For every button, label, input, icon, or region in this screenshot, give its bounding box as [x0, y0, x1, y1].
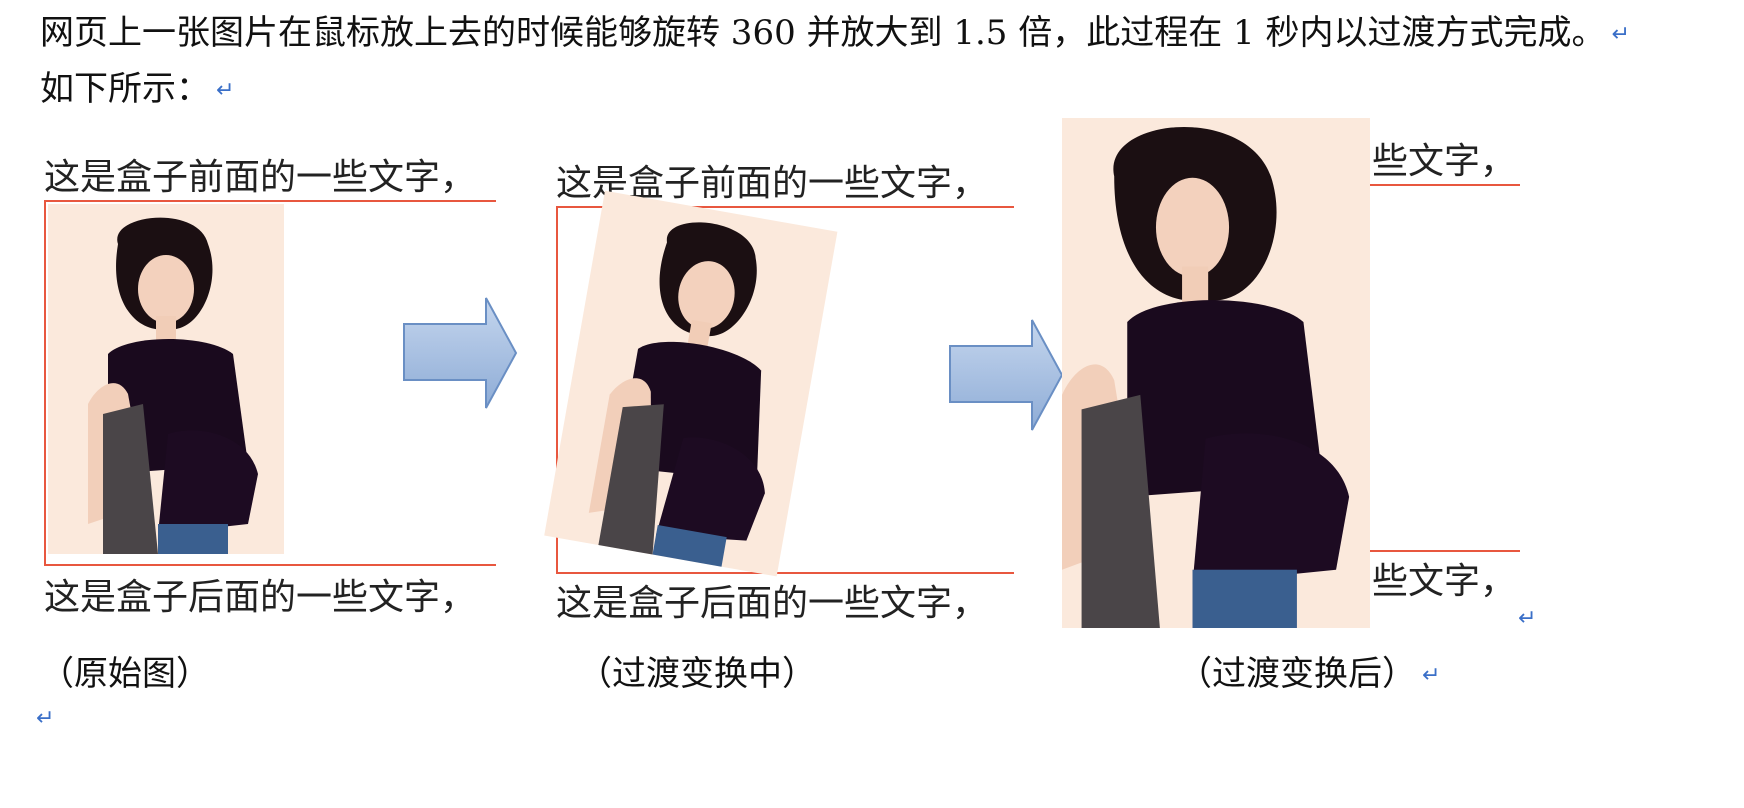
intro-text-1: 网页上一张图片在鼠标放上去的时候能够旋转 360 并放大到 1.5 倍，此过程在…	[40, 13, 1606, 53]
caption-final: （过渡变换后）↵	[1178, 654, 1440, 696]
paragraph-mark-icon: ↵	[1611, 22, 1630, 47]
woman-photo-enlarged	[1062, 118, 1370, 628]
box-after-text: 些文字，	[1372, 561, 1517, 602]
box-after-text: 这是盒子后面的一些文字，	[556, 583, 989, 624]
caption-final-text: （过渡变换后）	[1178, 654, 1416, 694]
paragraph-mark-icon: ↵	[1518, 606, 1537, 631]
paragraph-mark-icon: ↵	[216, 78, 235, 103]
caption-transition: （过渡变换中）	[578, 654, 816, 694]
box-top-border	[44, 200, 496, 202]
box-bottom-border	[44, 564, 496, 566]
box-top-border	[556, 206, 1014, 208]
right-arrow-icon	[948, 318, 1064, 436]
woman-photo-rotated	[544, 190, 838, 578]
box-left-border	[44, 200, 46, 565]
intro-line-1: 网页上一张图片在鼠标放上去的时候能够旋转 360 并放大到 1.5 倍，此过程在…	[40, 12, 1630, 56]
box-top-border	[1370, 184, 1520, 186]
paragraph-mark-icon: ↵	[1422, 663, 1441, 688]
box-after-text: 这是盒子后面的一些文字，	[44, 577, 477, 618]
box-left-border	[556, 206, 558, 574]
intro-text-2: 如下所示：	[40, 69, 210, 109]
box-bottom-border	[556, 572, 1014, 574]
paragraph-mark-icon: ↵	[36, 706, 55, 731]
intro-line-2: 如下所示：↵	[40, 68, 234, 112]
box-before-text: 些文字，	[1372, 141, 1517, 182]
right-arrow-icon	[402, 296, 518, 414]
caption-original: （原始图）	[40, 654, 210, 694]
woman-photo	[48, 204, 284, 554]
box-bottom-border	[1370, 550, 1520, 552]
box-before-text: 这是盒子前面的一些文字，	[44, 157, 477, 198]
